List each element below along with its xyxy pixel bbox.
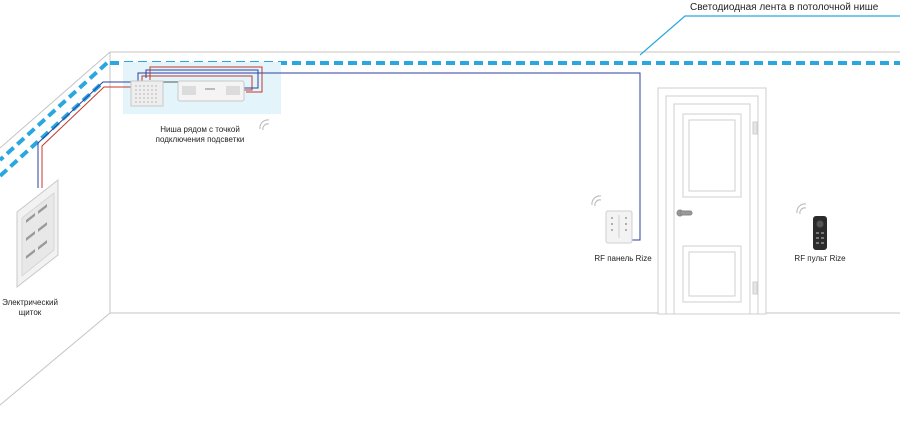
power-supply — [130, 80, 164, 107]
cable-blue-1 — [37, 72, 641, 241]
room-outline — [0, 51, 900, 406]
led-strip-leader — [639, 15, 900, 56]
rf-remote — [813, 216, 827, 250]
shield-label-line2: щиток — [18, 308, 42, 317]
led-strip-label: Светодиодная лента в потолочной нише — [690, 2, 879, 13]
electrical-panel — [16, 178, 59, 289]
panel-label: RF панель Rize — [594, 254, 652, 263]
niche-label: Ниша рядом с точкой подключения подсветк… — [138, 125, 262, 145]
niche-label-line2: подключения подсветки — [155, 135, 245, 144]
niche-label-line1: Ниша рядом с точкой — [160, 125, 240, 134]
rf-controller — [177, 80, 245, 102]
cable-blue-2 — [145, 69, 259, 89]
cable-red-2 — [149, 66, 263, 93]
shield-label: Электрический щиток — [0, 298, 60, 318]
left-floor-line — [0, 312, 111, 406]
shield-label-line1: Электрический — [2, 298, 58, 307]
door — [657, 87, 767, 315]
left-ceiling-line — [0, 51, 111, 149]
rf-wall-panel — [605, 210, 633, 244]
remote-label: RF пульт Rize — [794, 254, 846, 263]
wireless-icon — [259, 119, 807, 215]
